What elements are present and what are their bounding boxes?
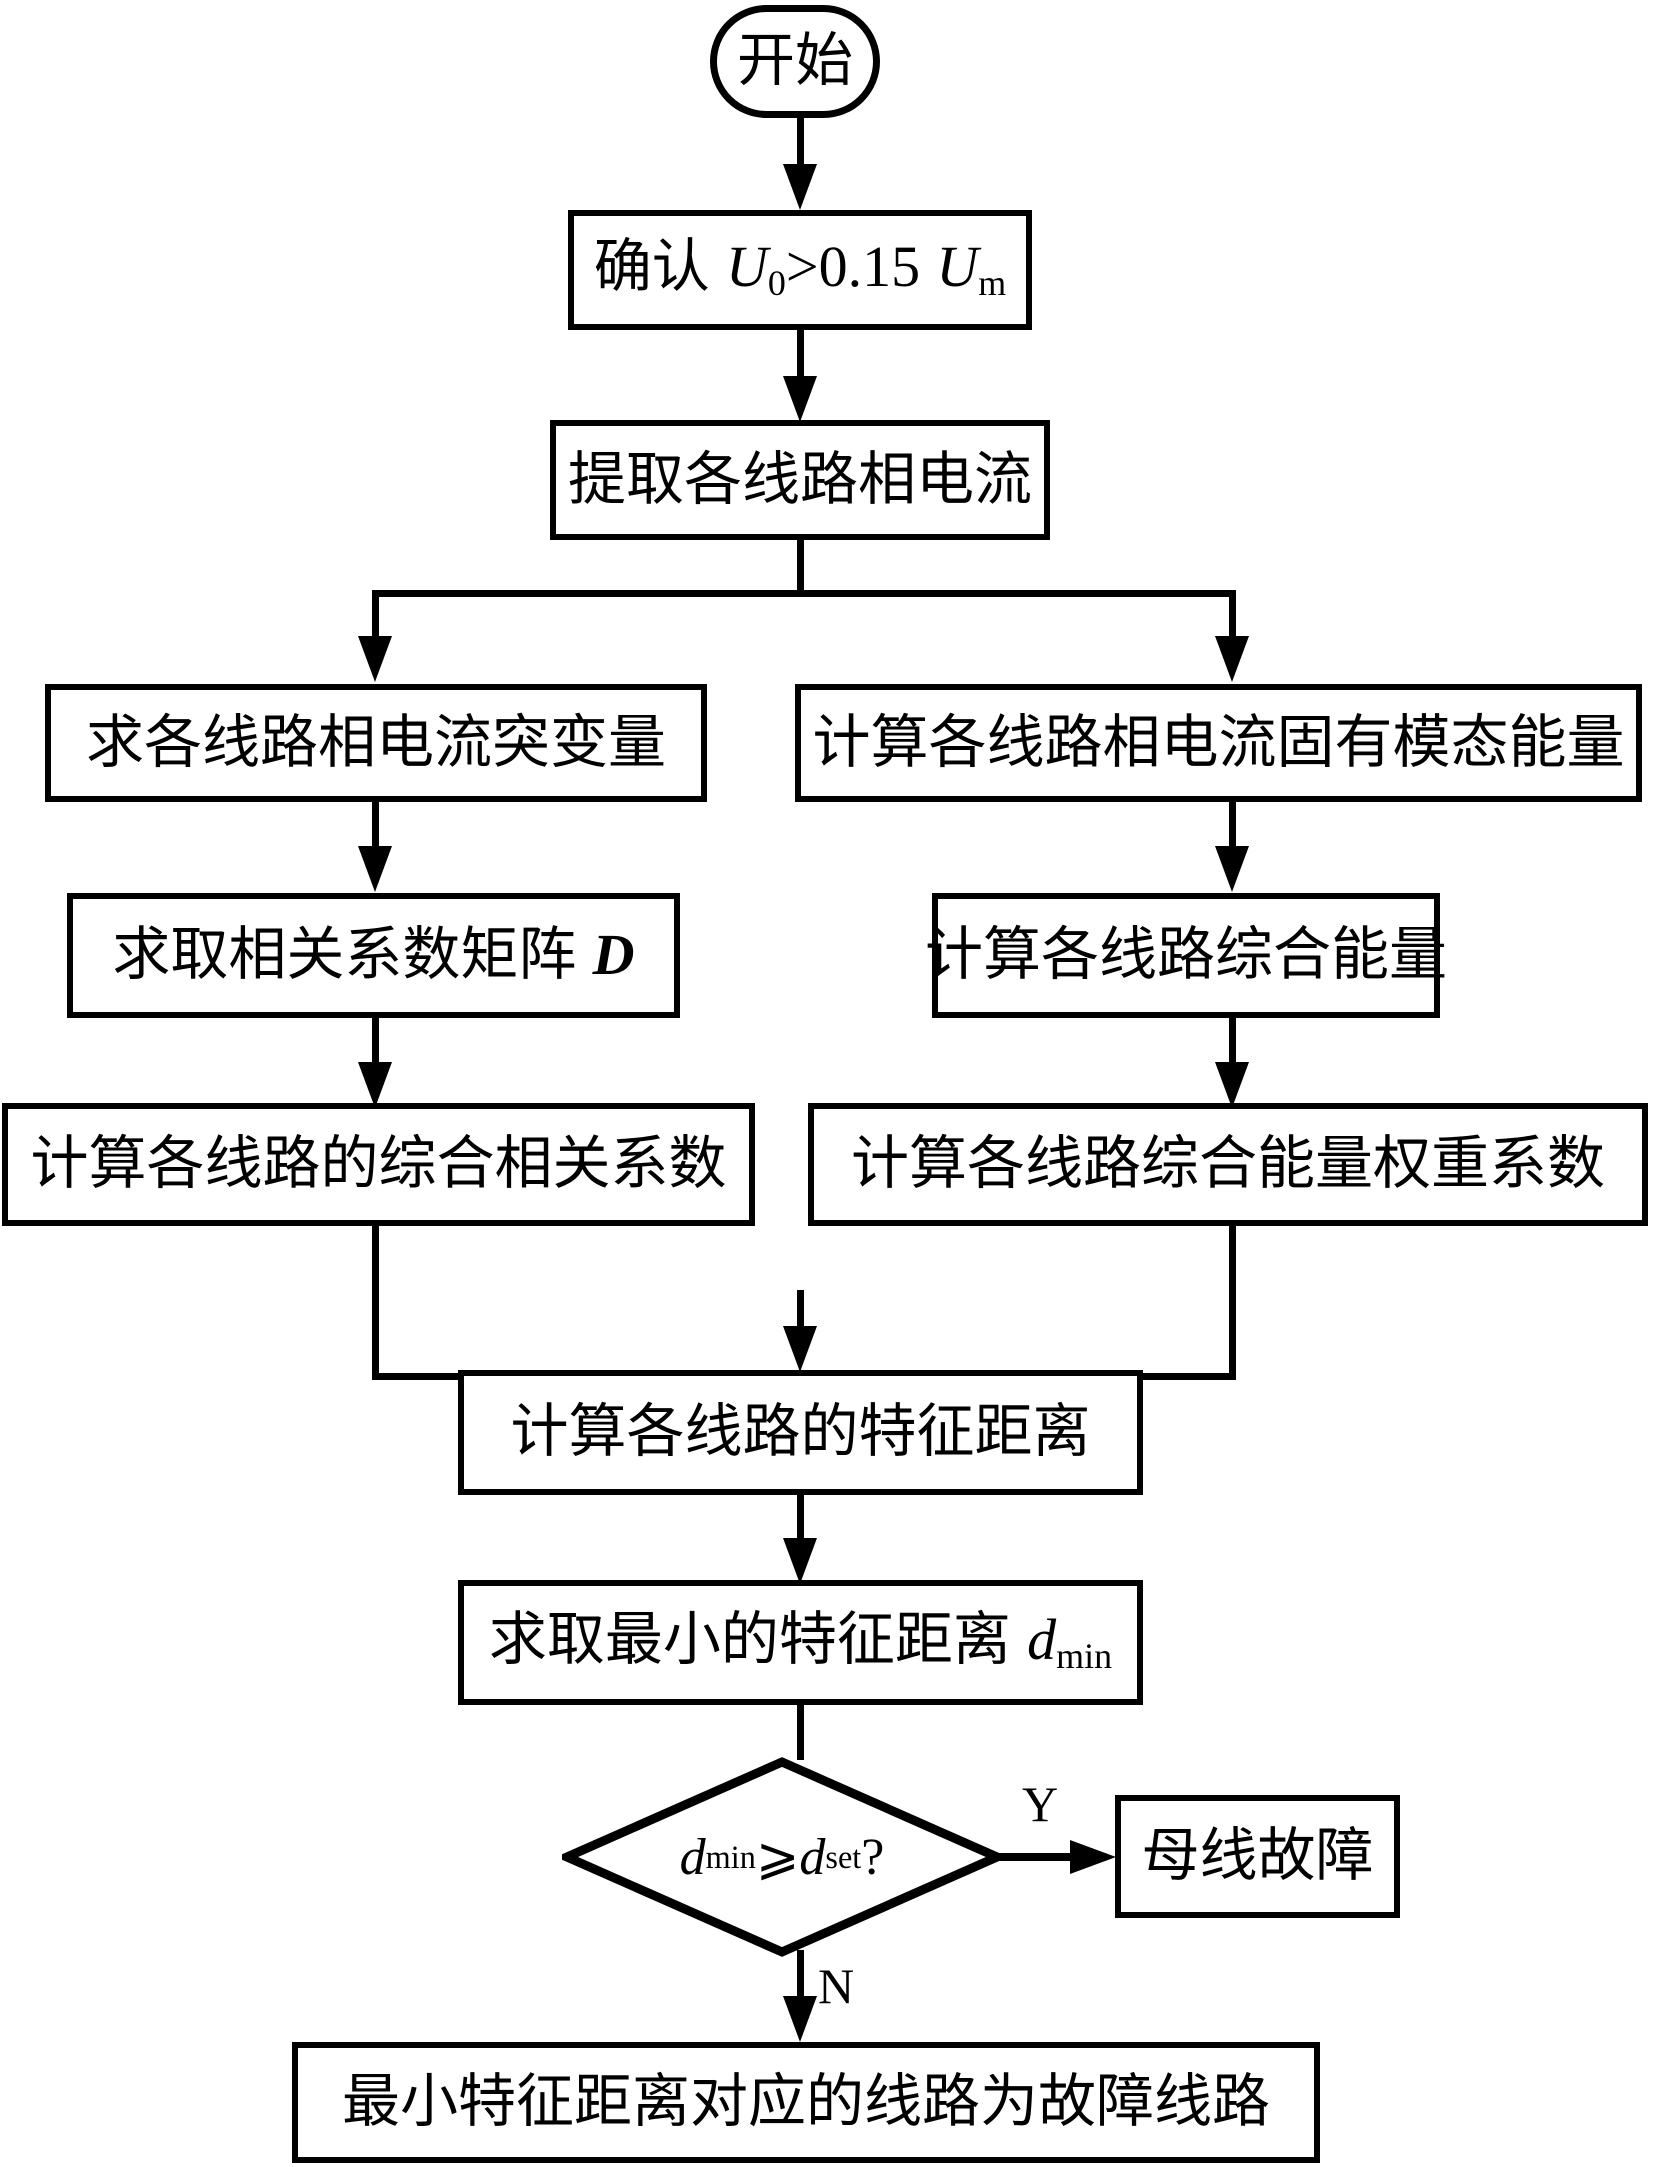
node-feature-distance-label: 计算各线路的特征距离 — [510, 1399, 1091, 1465]
connector-left-r2-to-r3 — [372, 1018, 379, 1066]
connector-decision-yes — [997, 1853, 1075, 1861]
node-energy-weight-coefficient: 计算各线路综合能量权重系数 — [808, 1103, 1648, 1226]
arrowhead-left-r1-to-r2 — [358, 846, 392, 892]
node-extract-phase-current-label: 提取各线路相电流 — [567, 446, 1032, 512]
node-bus-fault: 母线故障 — [1115, 1795, 1400, 1918]
node-imf-energy-label: 计算各线路相电流固有模态能量 — [812, 709, 1625, 775]
arrowhead-decision-yes — [1070, 1840, 1116, 1874]
connector-right-r1-to-r2 — [1229, 802, 1236, 850]
node-bus-fault-label: 母线故障 — [1141, 1823, 1374, 1889]
connector-start-to-confirm — [797, 118, 804, 170]
connector-confirm-to-extract — [797, 330, 804, 382]
branch-label-no: N — [818, 1958, 855, 2014]
node-comprehensive-correlation-label: 计算各线路的综合相关系数 — [30, 1131, 727, 1197]
node-energy-weight-coefficient-label: 计算各线路综合能量权重系数 — [850, 1131, 1605, 1197]
connector-min-to-decision — [797, 1705, 804, 1760]
node-comprehensive-energy-label: 计算各线路综合能量 — [925, 922, 1448, 988]
node-fault-line: 最小特征距离对应的线路为故障线路 — [292, 2042, 1320, 2163]
decision-diamond-shape — [562, 1757, 1002, 1957]
connector-split-left-vertical — [372, 590, 379, 640]
connector-merge-stem — [797, 1290, 804, 1340]
connector-decision-no — [797, 1950, 804, 1998]
node-start-label: 开始 — [736, 28, 853, 94]
node-comprehensive-correlation: 计算各线路的综合相关系数 — [2, 1103, 755, 1226]
arrowhead-decision-no — [783, 1996, 817, 2042]
arrowhead-left-r2-to-r3 — [358, 1062, 392, 1108]
node-fault-line-label: 最小特征距离对应的线路为故障线路 — [341, 2069, 1270, 2135]
connector-extract-split-stem — [797, 540, 804, 590]
node-phase-current-mutation-label: 求各线路相电流突变量 — [85, 709, 666, 775]
connector-split-right-vertical — [1229, 590, 1236, 640]
connector-left-r1-to-r2 — [372, 802, 379, 850]
arrowhead-feature-to-min — [783, 1538, 817, 1584]
arrowhead-merge-to-feature-distance — [783, 1326, 817, 1372]
arrowhead-confirm-to-extract — [783, 376, 817, 422]
branch-label-yes: Y — [1022, 1776, 1059, 1832]
connector-merge-left-vertical — [372, 1226, 379, 1380]
node-imf-energy: 计算各线路相电流固有模态能量 — [795, 684, 1642, 802]
arrowhead-start-to-confirm — [783, 164, 817, 210]
arrowhead-split-left — [358, 636, 392, 682]
connector-feature-to-min — [797, 1495, 804, 1543]
arrowhead-split-right — [1215, 636, 1249, 682]
connector-right-r2-to-r3 — [1229, 1018, 1236, 1066]
node-start: 开始 — [710, 5, 880, 118]
node-phase-current-mutation: 求各线路相电流突变量 — [45, 684, 707, 802]
node-feature-distance: 计算各线路的特征距离 — [458, 1370, 1143, 1495]
arrowhead-right-r2-to-r3 — [1215, 1062, 1249, 1108]
node-extract-phase-current: 提取各线路相电流 — [550, 420, 1050, 540]
connector-extract-split-bar — [372, 590, 1236, 597]
arrowhead-right-r1-to-r2 — [1215, 846, 1249, 892]
connector-merge-right-vertical — [1229, 1226, 1236, 1380]
node-comprehensive-energy: 计算各线路综合能量 — [925, 893, 1447, 1018]
